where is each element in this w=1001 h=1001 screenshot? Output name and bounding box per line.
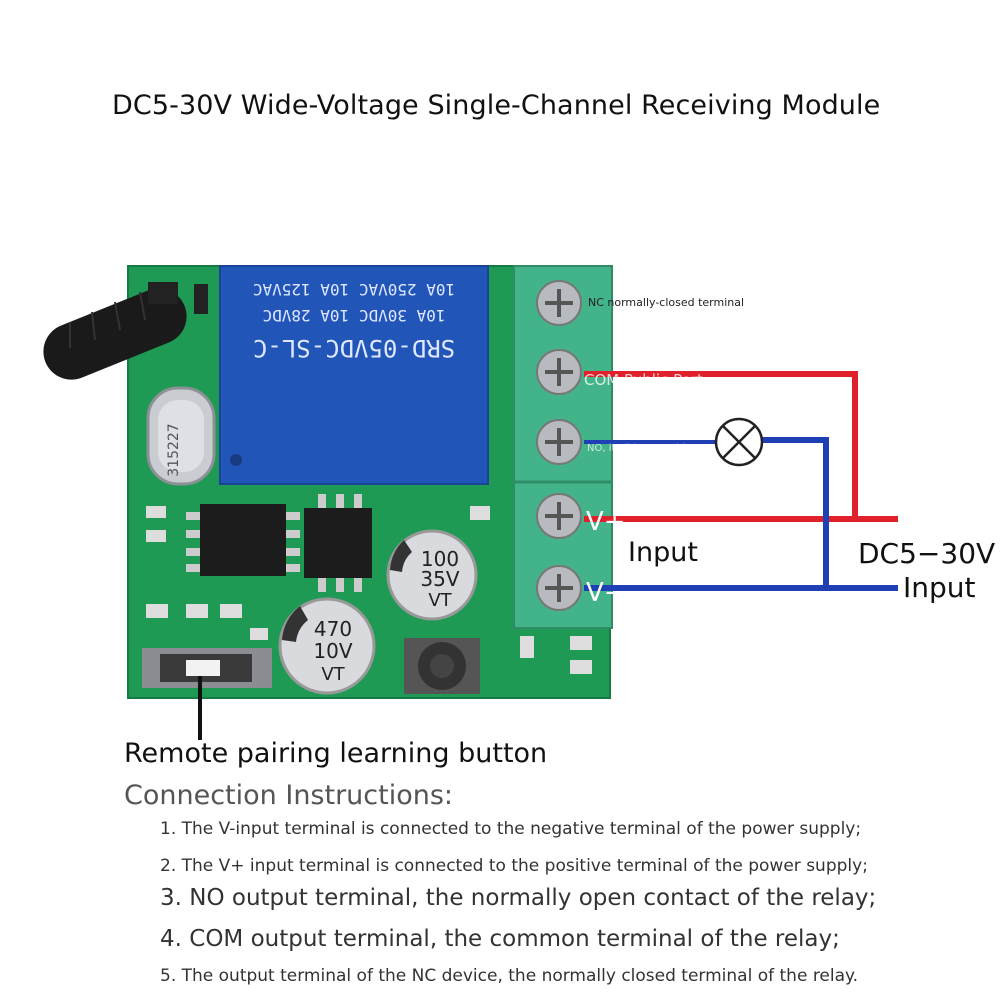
relay: [219, 265, 489, 485]
smd-pad: [186, 604, 208, 618]
capacitor-470uf: [278, 597, 376, 695]
instructions-heading: Connection Instructions:: [124, 780, 454, 811]
instruction-item: 2. The V+ input terminal is connected to…: [160, 856, 868, 876]
smd-pad: [570, 636, 592, 650]
instruction-item: 3. NO output terminal, the normally open…: [160, 885, 877, 911]
smd-pad: [520, 636, 534, 658]
lamp-blue-wire: [762, 437, 829, 588]
vplus-label: V+: [586, 507, 626, 537]
nc-terminal-label: NC normally-closed terminal: [588, 296, 744, 309]
terminal-screw-vminus: [536, 565, 582, 611]
smd-diode: [194, 284, 208, 314]
instruction-item: 4. COM output terminal, the common termi…: [160, 926, 840, 952]
no-terminal-label: NO, it all began with...: [587, 443, 699, 454]
terminal-screw-vplus: [536, 493, 582, 539]
smd-pad: [146, 506, 166, 518]
com-terminal-label: COM Public Port: [584, 371, 703, 389]
relay-rating-2: 10A 250VAC 10A 125VAC: [253, 280, 455, 299]
instruction-item: 5. The output terminal of the NC device,…: [160, 966, 859, 986]
smd-pad: [146, 604, 168, 618]
capacitor-100-line2: 35V: [420, 567, 459, 591]
smd-pad: [250, 628, 268, 640]
smd-pad: [570, 660, 592, 674]
capacitor-100-line1: 100: [421, 547, 459, 571]
capacitor-470-line2: 10V: [313, 639, 352, 663]
crystal-label: 315227: [166, 423, 182, 476]
relay-model: SRD-05VDC-SL-C: [253, 334, 455, 362]
relay-dot: [230, 454, 242, 466]
capacitor-470-line3: VT: [321, 664, 345, 685]
input-label: Input: [628, 537, 698, 568]
terminal-screw-com: [536, 349, 582, 395]
terminal-screw-nc: [536, 280, 582, 326]
crystal-oscillator: [146, 386, 216, 486]
page-title: DC5-30V Wide-Voltage Single-Channel Rece…: [112, 90, 881, 121]
capacitor-100-line3: VT: [428, 590, 452, 611]
vminus-label: V−: [586, 578, 626, 608]
pairing-button-label: Remote pairing learning button: [124, 738, 548, 769]
pairing-button[interactable]: [142, 648, 272, 688]
ic-chip-right: [304, 494, 372, 592]
smd-transistor: [148, 282, 178, 304]
lamp-icon: [714, 417, 764, 467]
supply-input-label: Input: [903, 571, 976, 604]
ic-chip-left: [186, 504, 300, 576]
inductor: [404, 638, 480, 694]
terminal-screw-no: [536, 419, 582, 465]
smd-pad: [146, 530, 166, 542]
supply-voltage-label: DC5−30V: [858, 537, 995, 570]
antenna-coil: [43, 288, 187, 380]
capacitor-100uf: [386, 529, 478, 621]
smd-pad: [220, 604, 242, 618]
relay-rating-1: 10A 30VDC 10A 28VDC: [262, 306, 445, 325]
com-red-wire: [584, 371, 858, 519]
capacitor-470-line1: 470: [314, 617, 352, 641]
smd-pad: [470, 506, 490, 520]
instruction-item: 1. The V-input terminal is connected to …: [160, 819, 862, 839]
